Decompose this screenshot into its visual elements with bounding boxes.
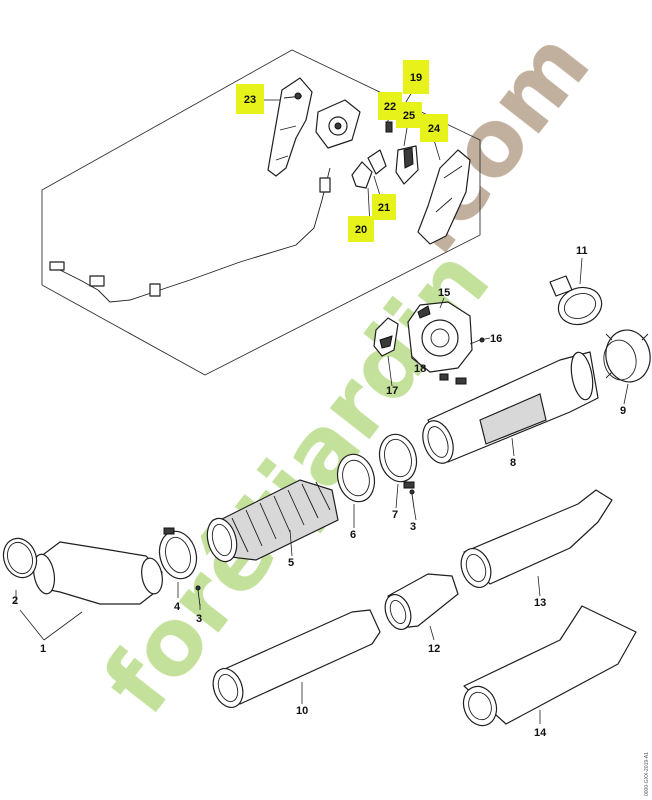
callout-15: 15 — [438, 287, 450, 299]
callout-5: 5 — [288, 557, 294, 569]
handle-assembly-frame — [41, 49, 481, 376]
svg-text:21: 21 — [378, 202, 390, 214]
part-3-screw-upper — [409, 489, 415, 509]
watermark-brown-text: .com — [373, 12, 610, 274]
callout-16: 16 — [490, 333, 502, 345]
svg-text:24: 24 — [428, 123, 441, 135]
callout-3-upper: 3 — [410, 521, 416, 533]
highlight-20: 20 — [348, 216, 374, 242]
highlighted-callouts: 19 20 21 22 23 24 25 — [236, 60, 448, 242]
cable-harness — [49, 167, 331, 303]
part-7-clamp — [378, 433, 418, 489]
part-9-collar — [603, 329, 651, 383]
callout-9: 9 — [620, 405, 626, 417]
part-10-straight-tube — [212, 609, 381, 708]
callout-3-lower: 3 — [196, 613, 202, 625]
highlight-24: 24 — [420, 114, 448, 142]
svg-text:20: 20 — [355, 224, 367, 236]
highlight-23: 23 — [236, 84, 264, 114]
switch-parts — [315, 99, 419, 189]
part-24-handle-cover — [417, 149, 471, 245]
callout-1: 1 — [40, 643, 46, 655]
callout-7: 7 — [392, 509, 398, 521]
part-3-screw-lower — [195, 585, 201, 607]
callout-10: 10 — [296, 705, 308, 717]
part-13-curved-nozzle — [460, 489, 613, 588]
part-8-main-tube — [422, 351, 599, 464]
part-15-fan-housing — [407, 301, 473, 373]
callout-4: 4 — [174, 601, 181, 613]
callout-17: 17 — [386, 385, 398, 397]
part-14-flat-nozzle — [462, 605, 637, 727]
part-6-ring — [336, 453, 376, 503]
part-1-elbow — [32, 541, 163, 605]
callout-6: 6 — [350, 529, 356, 541]
callout-14: 14 — [534, 727, 547, 739]
callout-11: 11 — [576, 245, 588, 257]
callout-18: 18 — [414, 363, 426, 375]
svg-text:25: 25 — [403, 110, 415, 122]
callout-8: 8 — [510, 457, 516, 469]
callout-2: 2 — [12, 595, 18, 607]
svg-text:19: 19 — [410, 72, 422, 84]
part-5-flex-hose — [206, 479, 339, 563]
callout-12: 12 — [428, 643, 440, 655]
callout-labels: 1 2 3 3 4 5 6 7 8 9 10 11 12 13 14 15 16… — [12, 245, 626, 739]
part-18-clips — [439, 373, 467, 385]
part-17-bracket — [373, 317, 399, 357]
document-id: 0000-GXX-2019-A1 — [644, 752, 650, 796]
highlight-25: 25 — [396, 102, 422, 128]
part-23-handle-shell — [267, 77, 313, 177]
highlight-19: 19 — [403, 60, 429, 94]
part-12-short-nozzle — [384, 573, 459, 631]
part-4-hose-clamp — [158, 527, 198, 580]
callout-13: 13 — [534, 597, 546, 609]
svg-text:23: 23 — [244, 94, 256, 106]
highlight-21: 21 — [372, 194, 396, 220]
part-2-o-ring — [2, 537, 38, 579]
svg-text:22: 22 — [384, 101, 396, 113]
part-11-ring — [549, 275, 603, 326]
